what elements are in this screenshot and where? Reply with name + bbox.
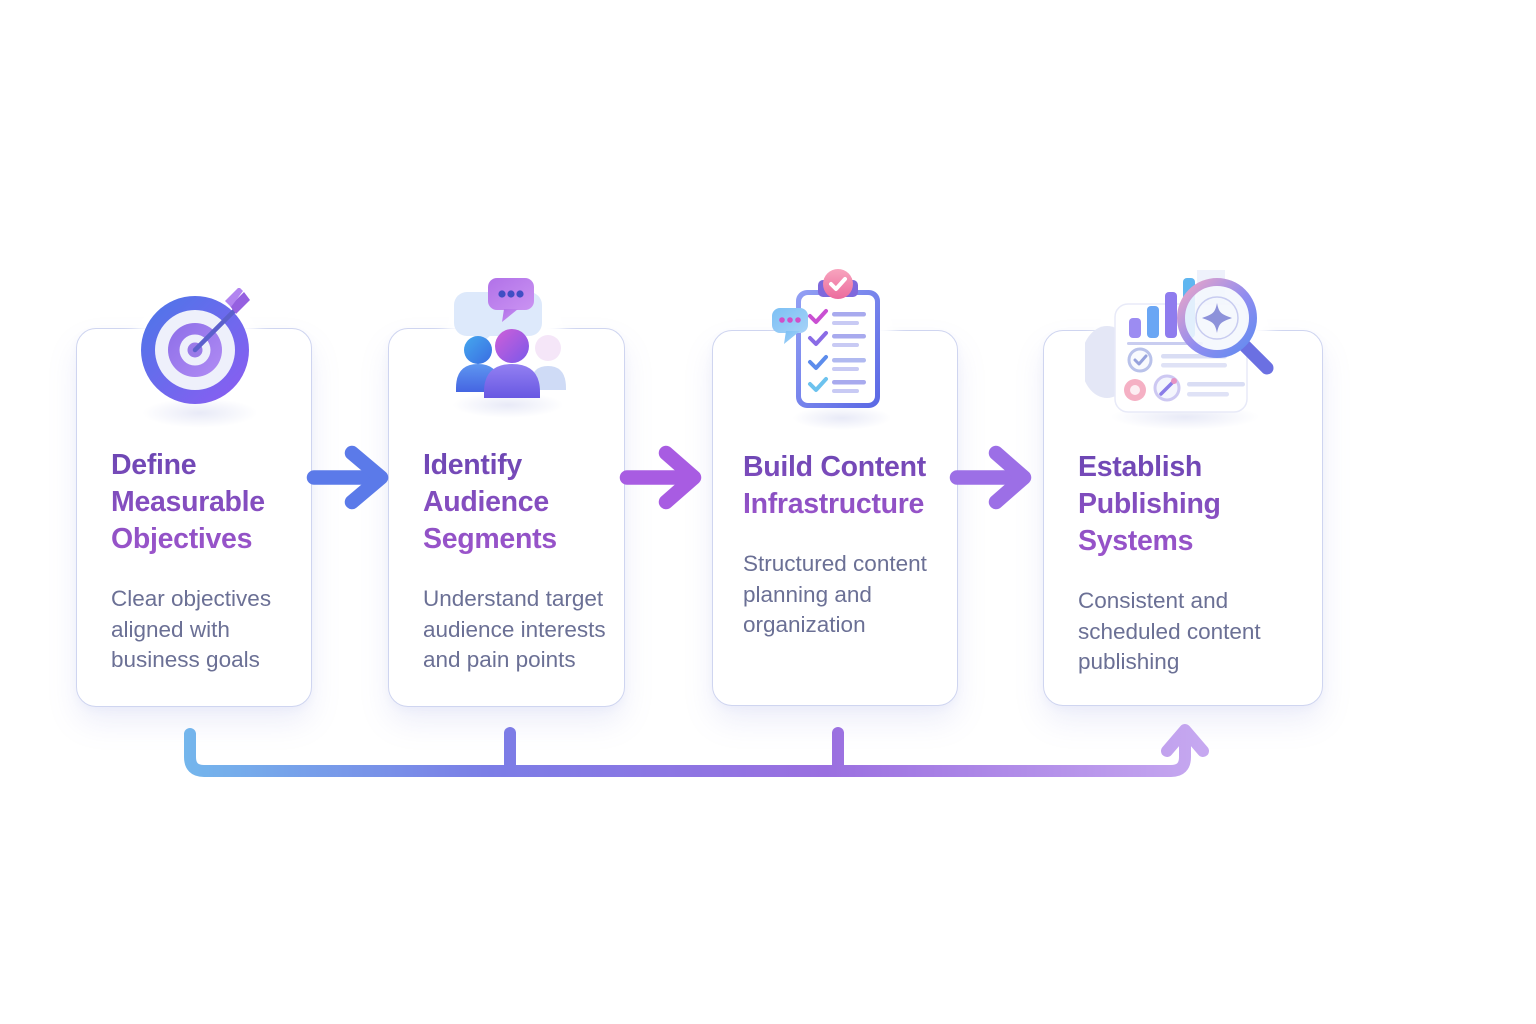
checklist-rows bbox=[808, 309, 866, 393]
step-title: Build Content Infrastructure bbox=[743, 449, 941, 523]
feedback-loop-arrow bbox=[184, 724, 1209, 777]
speech-bubble-small bbox=[772, 308, 808, 344]
sparkle-icon bbox=[1202, 303, 1232, 333]
arrow-right-icon-2 bbox=[619, 445, 702, 510]
icon-shadow bbox=[792, 406, 892, 430]
step-description: Consistent and scheduled content publish… bbox=[1078, 588, 1261, 674]
step-description: Understand target audience interests and… bbox=[423, 586, 606, 672]
dart-arrow bbox=[192, 288, 250, 353]
step-description: Clear objectives aligned with business g… bbox=[111, 586, 272, 672]
arrow-right-icon-3 bbox=[949, 445, 1032, 510]
magnifier-icon bbox=[1177, 278, 1274, 375]
clipboard-checklist-icon bbox=[772, 269, 880, 408]
loop-arrowhead-up-icon bbox=[1161, 724, 1209, 757]
report-row-stats bbox=[1124, 374, 1245, 402]
target-bullseye-icon bbox=[141, 288, 250, 404]
step-title: Identify Audience Segments bbox=[423, 447, 611, 558]
audience-chat-icon bbox=[454, 278, 566, 398]
step-title: Define Measurable Objectives bbox=[111, 447, 295, 558]
check-badge-icon bbox=[823, 269, 853, 299]
step-description: Structured content planning and organiza… bbox=[743, 551, 927, 637]
arrow-right-icon-1 bbox=[306, 445, 389, 510]
speech-bubble-dots bbox=[488, 278, 534, 322]
step-title: Establish Publishing Systems bbox=[1078, 449, 1306, 560]
analytics-magnifier-icon bbox=[1085, 270, 1274, 413]
person-center bbox=[484, 329, 540, 398]
